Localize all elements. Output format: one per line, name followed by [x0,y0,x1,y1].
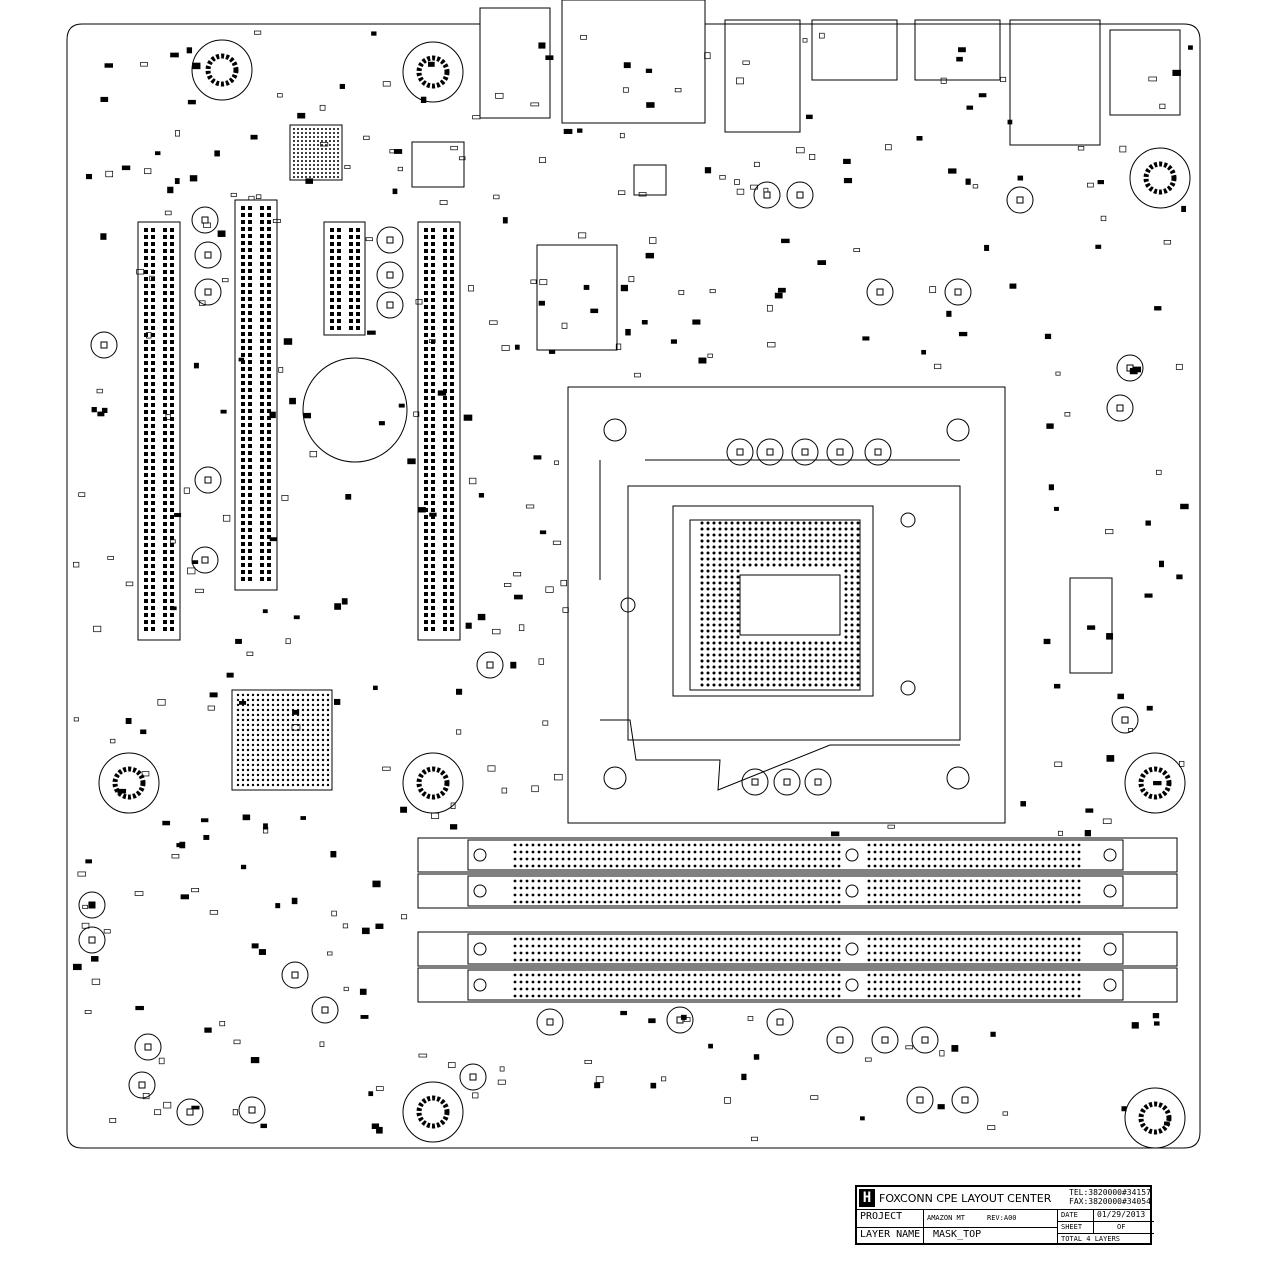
sheet-label: SHEET [1061,1223,1083,1231]
project-label: PROJECT [860,1211,903,1222]
total-layers: TOTAL 4 LAYERS [1061,1235,1121,1243]
chipsets [231,124,1113,791]
company-name: FOXCONN CPE LAYOUT CENTER [879,1192,1052,1205]
board-outline [66,23,1201,1149]
io-connectors [479,0,1181,146]
date-value: 01/29/2013 [1097,1210,1146,1219]
rev: REV:A00 [987,1214,1017,1222]
layer-name-label: LAYER NAME [860,1229,921,1240]
sheet-value: OF [1117,1223,1126,1231]
project-value: AMAZON MT [927,1214,965,1222]
cpu-socket [567,386,1006,824]
foxconn-logo: H [859,1189,875,1207]
pcie-slots [417,837,1178,1003]
tel: TEL:3820000#34157 [1069,1188,1151,1197]
title-block: H FOXCONN CPE LAYOUT CENTER TEL:3820000#… [855,1185,1154,1245]
date-label: DATE [1061,1211,1078,1219]
vertical-connectors [137,199,461,641]
fax: FAX:3820000#34054 [1069,1197,1151,1206]
layer-name-value: MASK_TOP [933,1229,982,1240]
